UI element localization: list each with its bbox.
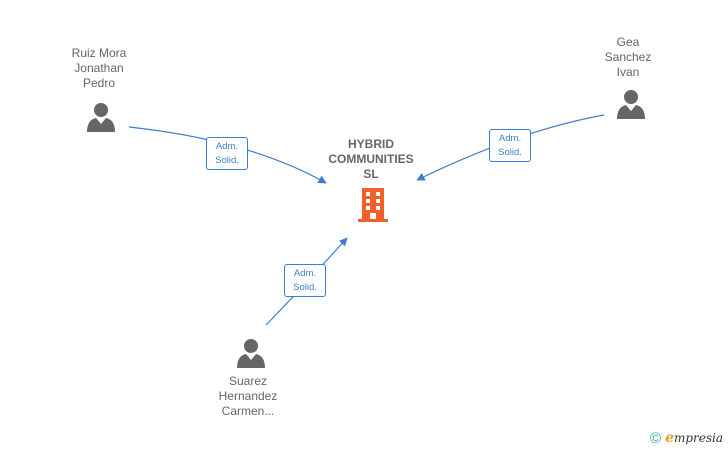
relation-label-line: Adm. bbox=[215, 141, 239, 152]
relation-label-line: Solid. bbox=[498, 147, 522, 158]
brand-initial: e bbox=[665, 430, 674, 446]
brand-rest: mpresia bbox=[673, 431, 724, 445]
person-name-line: Ivan bbox=[616, 65, 640, 79]
relation-label-gea[interactable]: Adm. Solid. bbox=[489, 129, 531, 162]
relation-label-line: Solid. bbox=[215, 155, 239, 166]
person-name-suarez[interactable]: Suarez Hernandez Carmen... bbox=[193, 374, 303, 419]
person-name-line: Sanchez bbox=[604, 50, 652, 64]
person-name-line: Carmen... bbox=[221, 404, 275, 418]
person-name-line: Suarez bbox=[228, 374, 268, 388]
person-icon[interactable] bbox=[86, 102, 116, 132]
building-icon[interactable] bbox=[358, 188, 388, 222]
person-name-gea[interactable]: Gea Sanchez Ivan bbox=[573, 35, 683, 80]
brand-logo: empresia bbox=[665, 430, 723, 446]
brand-watermark: © empresia bbox=[650, 429, 723, 447]
person-name-line: Ruiz Mora bbox=[71, 46, 127, 60]
copyright-icon: © bbox=[650, 429, 662, 447]
relation-label-suarez[interactable]: Adm. Solid. bbox=[284, 264, 326, 297]
company-name-line-1: HYBRID bbox=[347, 137, 394, 151]
relation-label-ruiz[interactable]: Adm. Solid. bbox=[206, 137, 248, 170]
person-name-line: Jonathan bbox=[74, 61, 124, 75]
person-name-line: Hernandez bbox=[218, 389, 278, 403]
company-name-line-3: SL bbox=[363, 167, 379, 181]
person-name-line: Gea bbox=[616, 35, 640, 49]
person-name-line: Pedro bbox=[82, 76, 116, 90]
relation-label-line: Adm. bbox=[498, 133, 522, 144]
company-name[interactable]: HYBRID COMMUNITIES SL bbox=[311, 137, 431, 182]
relation-label-line: Solid. bbox=[293, 282, 317, 293]
relation-label-line: Adm. bbox=[293, 268, 317, 279]
person-icon[interactable] bbox=[236, 338, 266, 368]
person-icon[interactable] bbox=[616, 89, 646, 119]
person-name-ruiz[interactable]: Ruiz Mora Jonathan Pedro bbox=[44, 46, 154, 91]
company-name-line-2: COMMUNITIES bbox=[328, 152, 414, 166]
